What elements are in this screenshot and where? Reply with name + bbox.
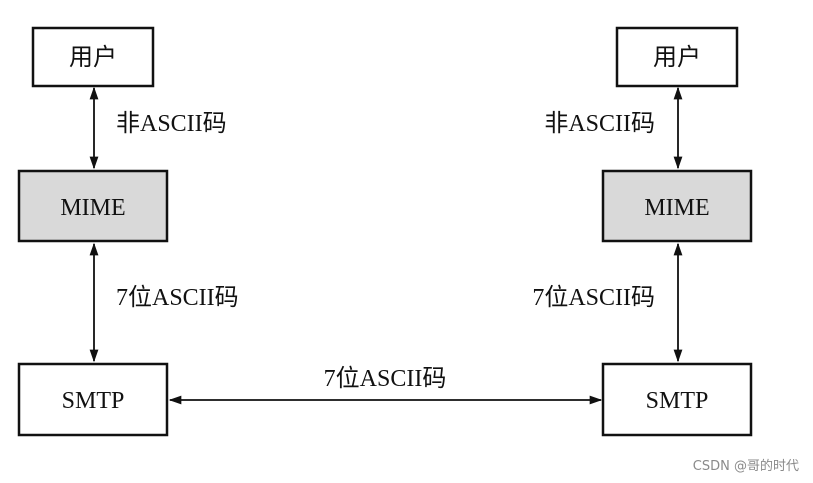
left-smtp-node: SMTP [17,362,169,437]
csdn-watermark: CSDN @哥的时代 [692,459,799,474]
right-user-node: 用户 [615,26,739,88]
right-mime-smtp-label: 7位ASCII码 [532,284,655,311]
left-user-mime-label: 非ASCII码 [116,110,227,137]
right-smtp-label: SMTP [646,388,709,414]
left-user-label: 用户 [69,44,117,71]
left-user-node: 用户 [31,26,155,88]
right-user-label: 用户 [653,44,701,71]
right-mime-label: MIME [644,195,709,221]
right-user-mime-label: 非ASCII码 [544,110,655,137]
right-smtp-node: SMTP [601,362,753,437]
left-mime-smtp-label: 7位ASCII码 [116,284,239,311]
left-mime-label: MIME [60,195,125,221]
left-mime-node: MIME [17,169,169,243]
left-smtp-label: SMTP [62,388,125,414]
smtp-link-label: 7位ASCII码 [324,365,447,392]
right-mime-node: MIME [601,169,753,243]
